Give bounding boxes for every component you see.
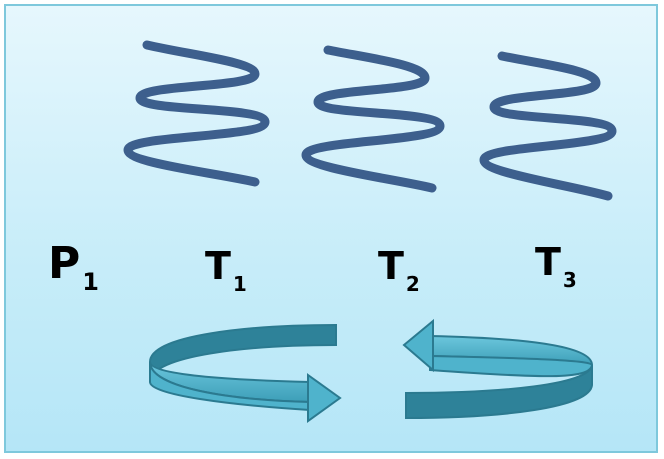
label-t3-main: T (535, 240, 561, 284)
label-p1-sub: 1 (82, 268, 99, 296)
label-t1-main: T (205, 244, 231, 288)
label-p1-main: P (48, 238, 81, 289)
label-t2-sub: 2 (405, 272, 420, 296)
label-p1: P1 (48, 238, 99, 296)
coil-icon-2 (301, 45, 445, 193)
label-t3-sub: 3 (562, 268, 577, 292)
circular-arrow-icon-right (402, 318, 594, 420)
diagram-frame (4, 4, 658, 453)
coil-icon-3 (479, 51, 617, 201)
coil-icon-1 (123, 40, 270, 187)
label-t2-main: T (378, 244, 404, 288)
circular-arrow-icon-left (149, 323, 342, 423)
label-t1-sub: 1 (232, 272, 247, 296)
